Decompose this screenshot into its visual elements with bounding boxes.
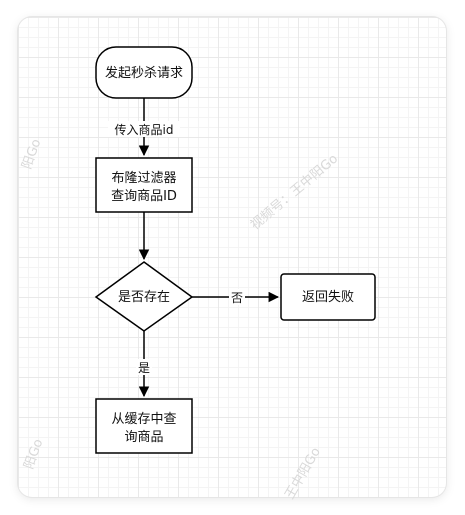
- node-bloom-filter-line1: 布隆过滤器: [111, 171, 176, 186]
- node-return-fail: [280, 273, 376, 321]
- edge-label-exists-to-cache: 是: [138, 361, 150, 375]
- node-exists-decision: [94, 261, 194, 332]
- edge-label-bg: [136, 359, 152, 375]
- node-bloom-filter: [95, 157, 193, 213]
- diagram-canvas: [18, 17, 446, 497]
- watermark-fragment-bottom: 王中阳Go: [282, 445, 324, 502]
- node-start: [95, 46, 193, 99]
- node-cache-query-line2: 询商品: [124, 430, 163, 445]
- watermark: 视频号：王中阳Go: [248, 151, 341, 233]
- edge-label-exists-to-fail: 否: [231, 291, 243, 305]
- edge-label-bg: [108, 121, 180, 137]
- edge-label-start-to-bloom: 传入商品id: [115, 122, 174, 137]
- node-cache-query-line1: 从缓存中查: [111, 412, 176, 427]
- edge-label-bg: [229, 289, 245, 305]
- node-return-fail-label: 返回失败: [302, 290, 354, 305]
- node-start-label: 发起秒杀请求: [105, 65, 183, 81]
- node-bloom-filter-line2: 查询商品ID: [111, 189, 177, 204]
- watermark-fragment-left: 阳Go: [20, 137, 45, 171]
- node-exists-label: 是否存在: [118, 290, 170, 305]
- node-cache-query: [95, 398, 193, 454]
- watermark-fragment-left-bottom: 阳Go: [22, 437, 47, 471]
